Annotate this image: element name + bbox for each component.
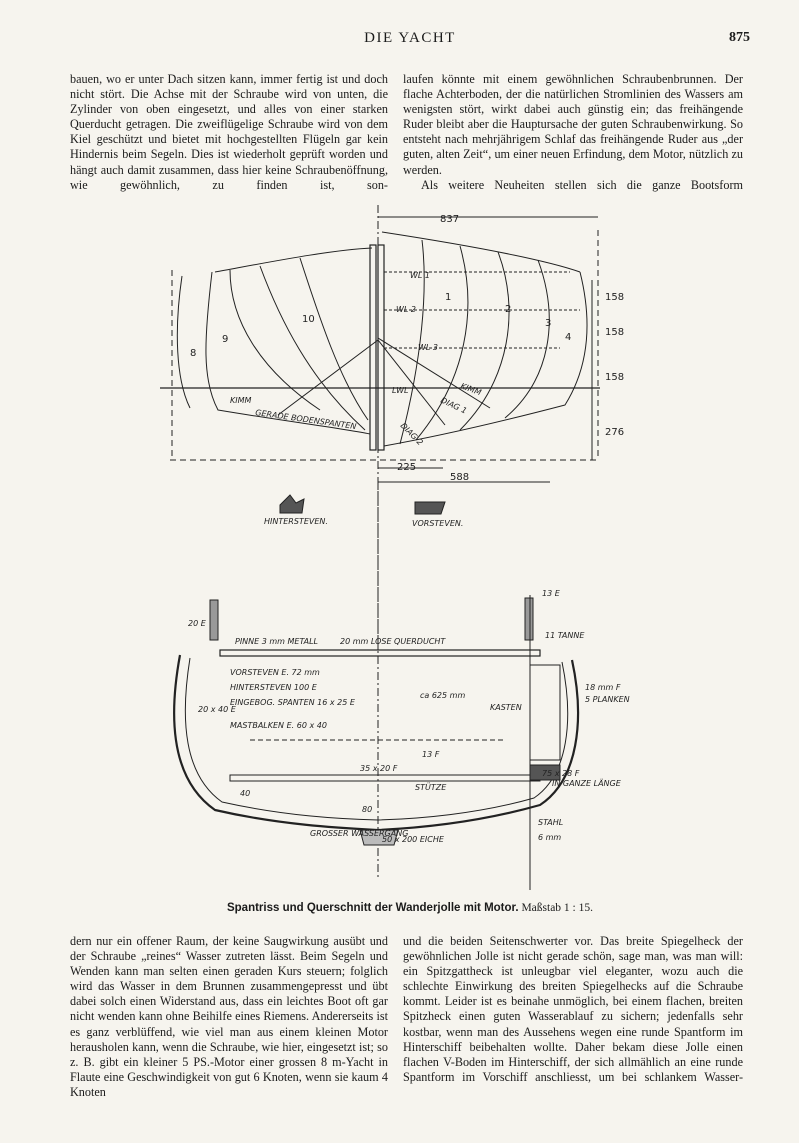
label-18f: 18 mm F [585,683,621,692]
paragraph: dern nur ein offener Raum, der keine Sau… [70,934,388,1099]
hull-drawing: 837 158 158 158 276 225 588 [160,200,630,890]
paragraph: Als weitere Neuheiten stellen sich die g… [421,177,743,192]
label-40: 40 [240,789,250,798]
label-80: 80 [362,805,372,814]
cross-section: 20 mm LOSE QUERDUCHT PINNE 3 mm METALL V… [173,589,630,890]
station-4: 4 [565,332,571,343]
dim-276: 276 [605,427,624,438]
dim-588: 588 [450,472,469,483]
label-kimm-aft: KIMM [230,396,252,405]
page-header: DIE YACHT 875 [70,30,750,52]
label-vorsteven: VORSTEVEN. [412,519,463,528]
journal-title: DIE YACHT [364,30,456,46]
figure-caption: Spantriss und Querschnitt der Wanderjoll… [70,902,750,914]
column-top-left: bauen, wo er unter Dach sitzen kann, imm… [70,72,388,193]
paragraph: laufen könnte mit einem gewöhnlichen Sch… [403,72,743,177]
column-top-right: laufen könnte mit einem gewöhnlichen Sch… [403,72,743,193]
label-hintersteven: HINTERSTEVEN. [264,517,328,526]
label-mastbalken: MASTBALKEN E. 60 x 40 [230,721,327,730]
label-20x40e: 20 x 40 E [198,705,237,714]
dim-225: 225 [397,462,416,473]
paragraph: und die beiden Seitenschwerter vor. Das … [403,934,743,1084]
label-35x20: 35 x 20 F [360,764,398,773]
label-planken: 5 PLANKEN [585,695,630,704]
dim-837: 837 [440,214,459,225]
label-ganze-laenge: IN GANZE LÄNGE [552,778,622,788]
label-wl1: WL 1 [410,271,430,280]
caption-main: Spantriss und Querschnitt der Wanderjoll… [226,902,519,914]
label-625: ca 625 mm [420,691,465,700]
label-20e: 20 E [188,619,207,628]
label-eiche: 50 x 200 EICHE [382,835,445,844]
station-2: 2 [505,304,511,315]
station-3: 3 [545,318,551,329]
station-9: 9 [222,334,228,345]
label-diag1: DIAG 1 [439,396,468,416]
station-10: 10 [302,314,315,325]
dim-158-b: 158 [605,327,624,338]
column-bottom-left: dern nur ein offener Raum, der keine Sau… [70,934,388,1100]
label-stahl: STAHL [538,818,563,827]
station-8: 8 [190,348,196,359]
label-wl3: WL 3 [418,343,438,352]
label-75x28: 75 x 28 F [542,769,580,778]
label-spanten: EINGEBOG. SPANTEN 16 x 25 E [230,698,356,707]
label-13e: 13 E [542,589,561,598]
label-hintersteven-dim: HINTERSTEVEN 100 E [230,683,318,692]
label-gerade-bodenspanten: GERADE BODENSPANTEN [255,408,357,431]
label-tanne: 11 TANNE [545,631,585,640]
label-kasten: KASTEN [490,703,522,712]
label-kimm-fwd: KIMM [459,381,482,397]
label-pinne: PINNE 3 mm METALL [235,637,318,646]
label-wassergang: GROSSER WASSERGANG [310,829,408,838]
label-lwl: LWL [392,386,409,395]
label-stuetze: STÜTZE [415,782,447,792]
label-vorsteven-dim: VORSTEVEN E. 72 mm [230,668,320,677]
column-bottom-right: und die beiden Seitenschwerter vor. Das … [403,934,743,1085]
label-querducht: 20 mm LOSE QUERDUCHT [340,637,446,646]
label-6mm: 6 mm [538,833,561,842]
dim-158-c: 158 [605,372,624,383]
station-1: 1 [445,292,451,303]
page-number: 875 [729,30,750,45]
label-13f: 13 F [422,750,440,759]
caption-scale: Maßstab 1 : 15. [521,902,593,914]
paragraph: bauen, wo er unter Dach sitzen kann, imm… [70,72,388,192]
label-wl2: WL 2 [396,305,416,314]
dim-158-a: 158 [605,292,624,303]
